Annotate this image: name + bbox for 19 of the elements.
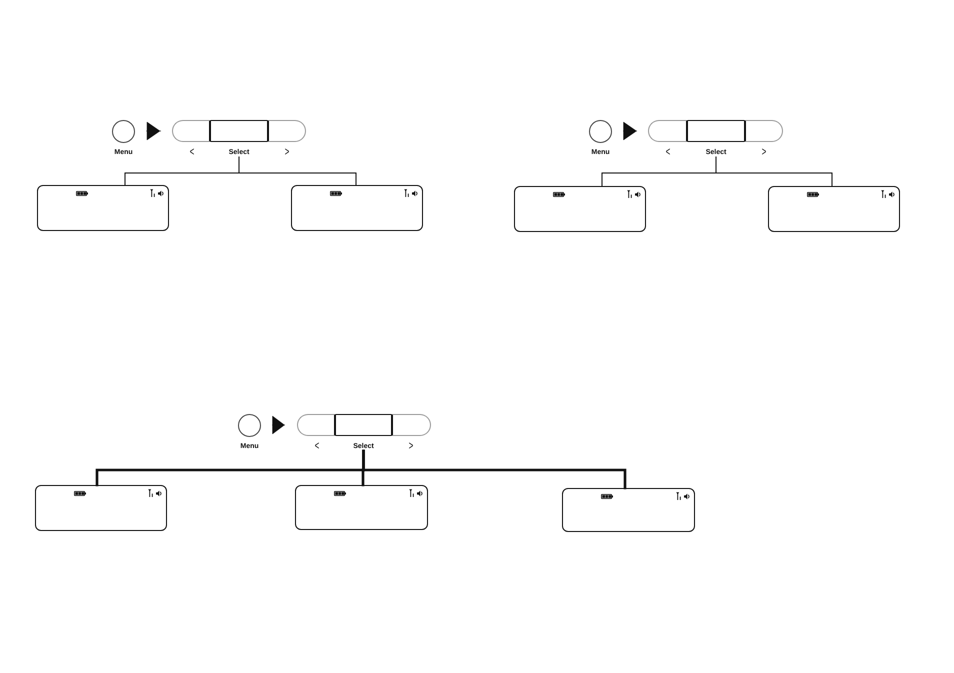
key-label: < bbox=[314, 440, 319, 452]
arrow bbox=[272, 416, 286, 434]
display-screen bbox=[514, 186, 646, 232]
display-screen bbox=[295, 485, 428, 530]
key-label: > bbox=[761, 146, 766, 158]
connector-line bbox=[716, 156, 832, 186]
key-label: > bbox=[284, 146, 289, 158]
arrow bbox=[622, 122, 638, 140]
display-screen bbox=[37, 185, 169, 231]
display-screen bbox=[768, 186, 900, 232]
key-label: < bbox=[189, 146, 194, 158]
display-screen bbox=[291, 185, 423, 231]
display-screen bbox=[35, 485, 167, 531]
connector-line bbox=[362, 450, 626, 490]
display-screen bbox=[562, 488, 695, 532]
connector-line bbox=[238, 156, 356, 186]
arrow bbox=[146, 122, 162, 140]
key-label: < bbox=[666, 146, 670, 158]
key-label: > bbox=[408, 440, 414, 452]
